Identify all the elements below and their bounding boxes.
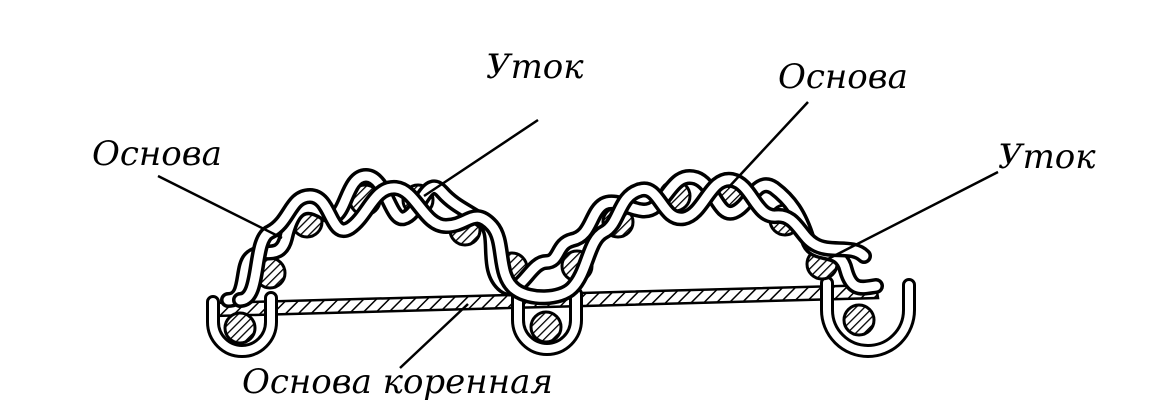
label-osnova-korennaya: Основа коренная — [242, 362, 553, 402]
label-osnova-right: Основа — [778, 57, 908, 97]
leader-osnova-korennaya — [399, 303, 469, 369]
leader-utok-top — [423, 118, 539, 198]
leader-utok-right — [825, 170, 999, 262]
label-osnova-left: Основа — [92, 134, 222, 174]
bottom-loops — [206, 276, 916, 358]
label-utok-top: Уток — [486, 47, 584, 87]
leader-lines — [157, 101, 999, 369]
label-utok-right: Уток — [998, 137, 1096, 177]
leader-osnova-right — [727, 101, 809, 189]
weft-thread — [232, 171, 872, 308]
leader-osnova-left — [157, 174, 283, 240]
